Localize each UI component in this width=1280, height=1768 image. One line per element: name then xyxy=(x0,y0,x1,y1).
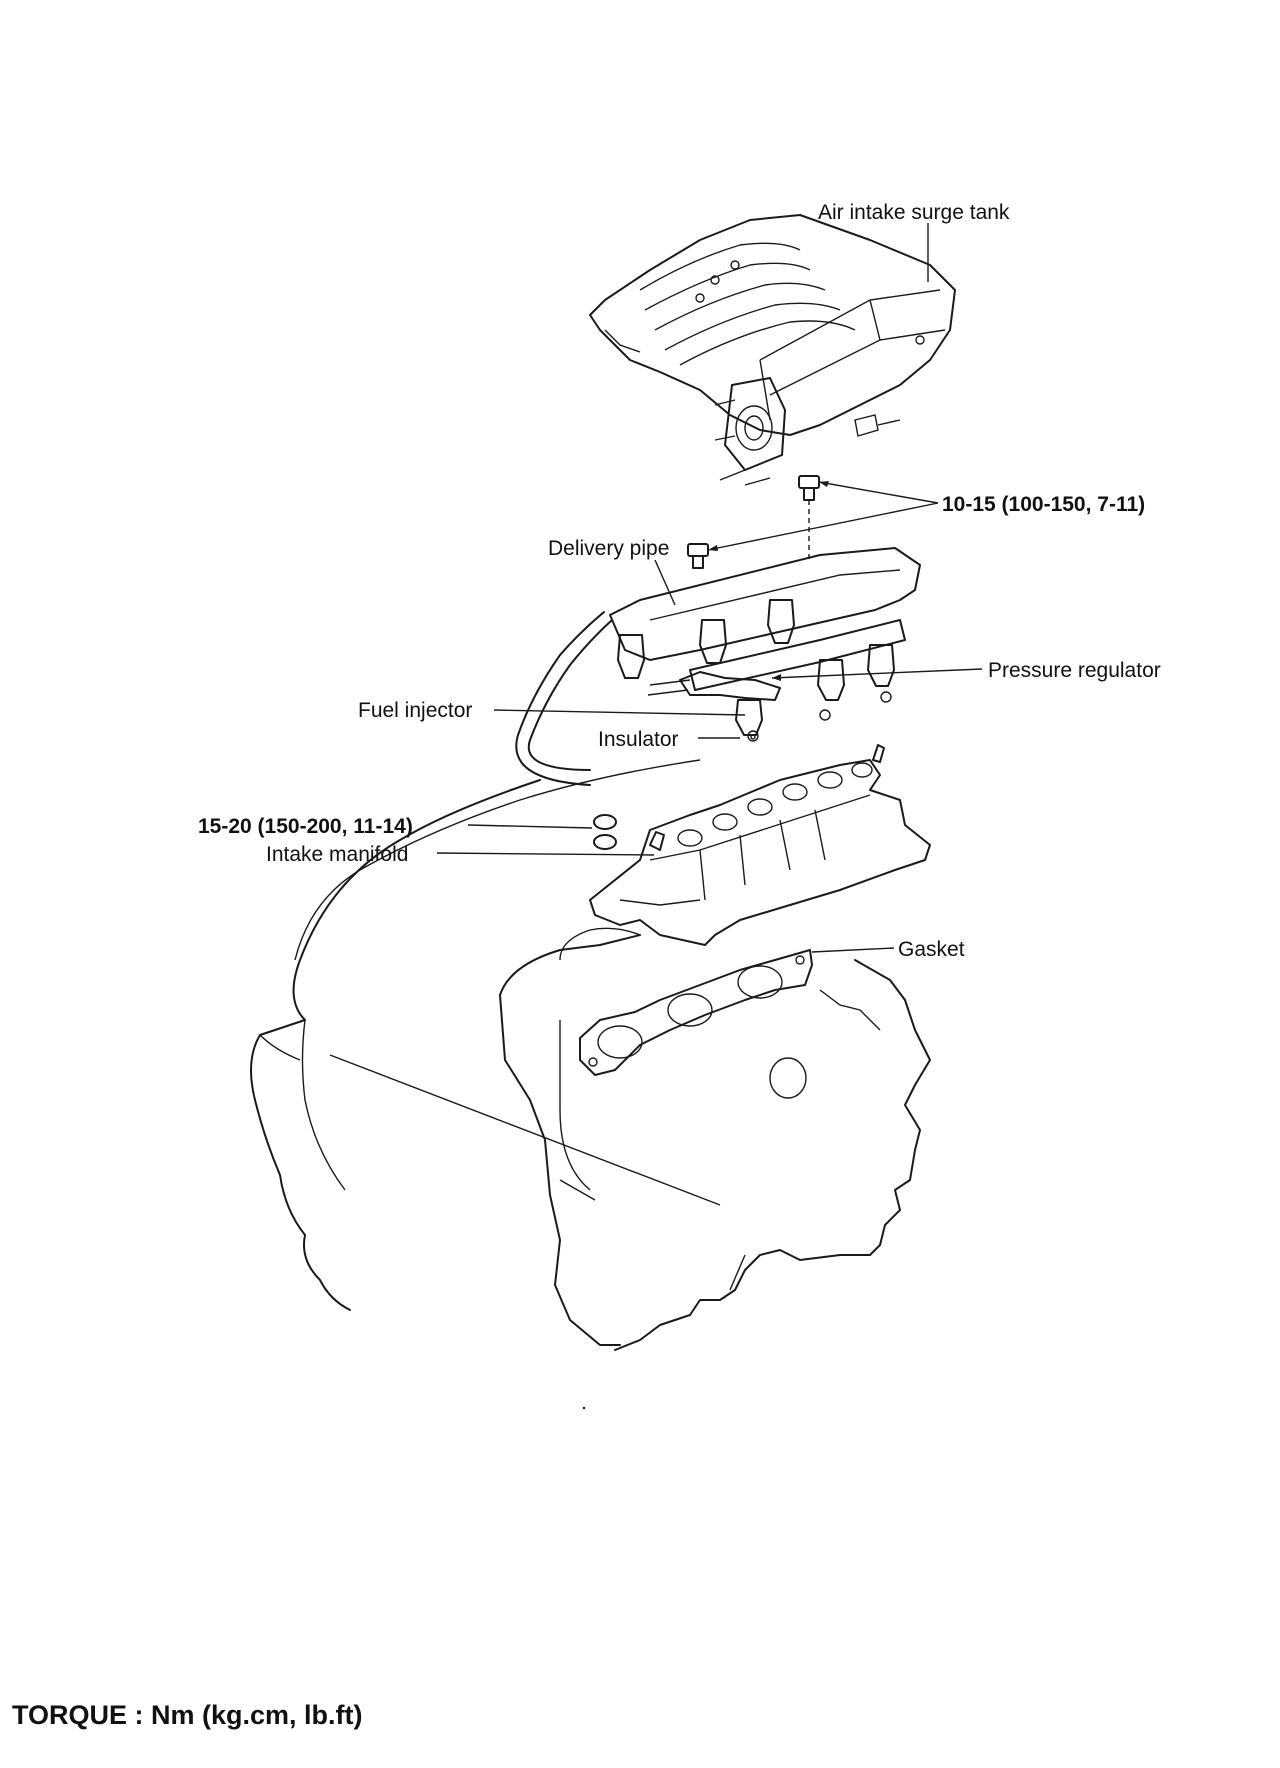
air-intake-surge-tank-drawing xyxy=(589,214,956,486)
upper-torque-label: 10-15 (100-150, 7-11) xyxy=(942,493,1146,516)
engine-block-drawing xyxy=(250,759,931,1410)
intake-manifold-label: Intake manifold xyxy=(266,843,409,866)
gasket-label: Gasket xyxy=(898,938,965,961)
insulator-label: Insulator xyxy=(598,728,679,751)
delivery-pipe-assembly-drawing xyxy=(515,547,921,786)
torque-units-footer: TORQUE : Nm (kg.cm, lb.ft) xyxy=(12,1700,363,1730)
intake-manifold-drawing xyxy=(589,744,931,946)
leader-lines xyxy=(436,223,983,953)
surge-tank-label: Air intake surge tank xyxy=(818,201,1010,224)
gasket-drawing xyxy=(579,949,813,1076)
delivery-pipe-label: Delivery pipe xyxy=(548,537,670,560)
upper-bolts-drawing xyxy=(687,475,820,569)
lower-torque-label: 15-20 (150-200, 11-14) xyxy=(198,815,413,838)
fuel-injector-label: Fuel injector xyxy=(358,699,473,722)
pressure-regulator-label: Pressure regulator xyxy=(988,659,1161,682)
